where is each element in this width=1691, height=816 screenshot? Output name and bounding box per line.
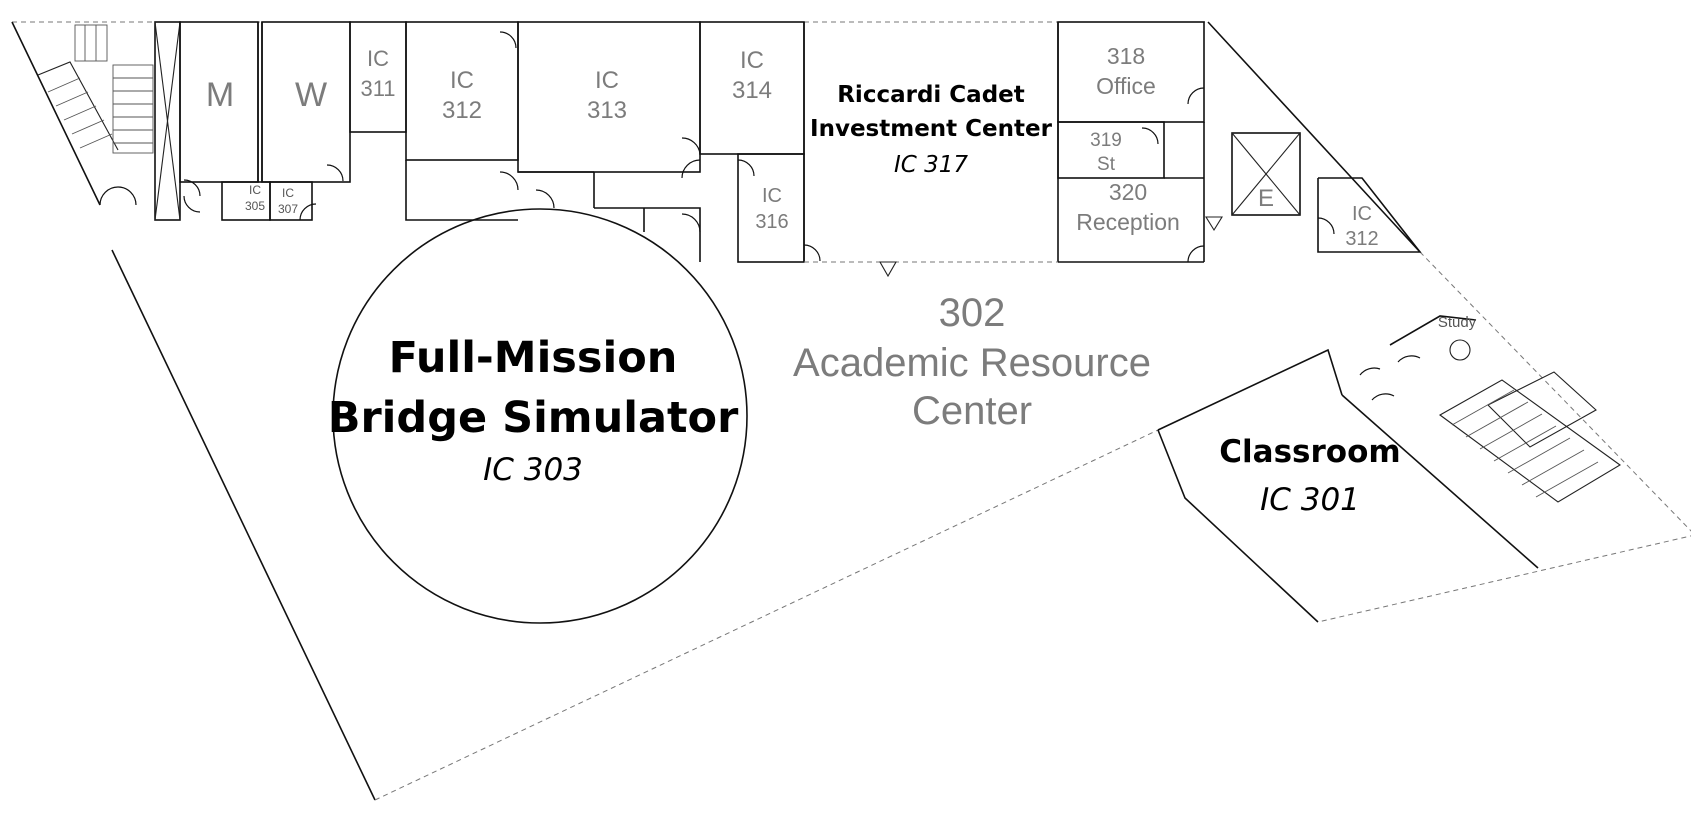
fire-extinguisher-markers — [879, 216, 1471, 361]
ic312-east-label-number: 312 — [1345, 228, 1378, 250]
ic316-label-prefix: IC — [762, 185, 782, 207]
bridge-simulator-room — [332, 208, 748, 624]
academic-resource-center-name-line2: Center — [912, 389, 1032, 433]
classroom-number: IC 301 — [1260, 482, 1360, 518]
ic311-label-number: 311 — [360, 76, 395, 101]
classroom-name: Classroom — [1219, 434, 1400, 470]
ic314-label-number: 314 — [732, 77, 772, 104]
ic312-west-label-prefix: IC — [450, 67, 474, 94]
stairs-southeast — [1438, 371, 1622, 503]
ic314-label-prefix: IC — [740, 47, 764, 74]
room-ic312-east-walls — [1317, 177, 1422, 253]
office318-label-number: 318 — [1107, 43, 1145, 69]
restroom-men-label: M — [206, 76, 234, 114]
ic311-label-prefix: IC — [367, 46, 389, 71]
mechanical-shaft — [154, 21, 181, 221]
reception320-label-number: 320 — [1109, 179, 1147, 205]
ic313-label-prefix: IC — [595, 67, 619, 94]
room319-label-name: St — [1097, 154, 1116, 175]
office318-label-name: Office — [1096, 73, 1156, 99]
elevator-label: E — [1258, 185, 1274, 212]
bridge-simulator-name-line1: Full-Mission — [389, 333, 678, 383]
restroom-women-label: W — [295, 76, 327, 114]
investment-center-name-line1: Riccardi Cadet — [837, 82, 1025, 108]
room319-label-number: 319 — [1090, 130, 1122, 151]
study-label: Study — [1438, 314, 1477, 331]
bridge-simulator-number: IC 303 — [483, 452, 583, 488]
investment-center-name-line2: Investment Center — [810, 116, 1053, 142]
ic312-west-label-number: 312 — [442, 97, 482, 124]
academic-resource-center-name-line1: Academic Resource — [793, 341, 1151, 385]
stairs-northwest — [37, 24, 154, 154]
bridge-simulator-name-line2: Bridge Simulator — [328, 393, 739, 443]
ic316-label-number: 316 — [755, 211, 788, 233]
ic307-label-prefix: IC — [282, 186, 294, 200]
corridor-block — [405, 160, 701, 262]
reception320-label-name: Reception — [1076, 209, 1180, 235]
classroom-walls — [1157, 315, 1539, 623]
ic312-east-label-prefix: IC — [1352, 203, 1372, 225]
ic313-label-number: 313 — [587, 97, 627, 124]
ic305-label-prefix: IC — [249, 183, 261, 197]
rooms-305-307 — [221, 181, 313, 221]
door-swings — [99, 31, 1421, 401]
ic305-label-number: 305 — [245, 199, 265, 213]
academic-resource-center-number: 302 — [939, 291, 1006, 335]
ic307-label-number: 307 — [278, 202, 298, 216]
room-ic317-walls — [803, 22, 1059, 263]
investment-center-number: IC 317 — [894, 152, 968, 178]
elevator-shaft — [1231, 132, 1301, 216]
rooms-318-320 — [1057, 21, 1205, 263]
room-ic316-walls — [737, 153, 805, 263]
